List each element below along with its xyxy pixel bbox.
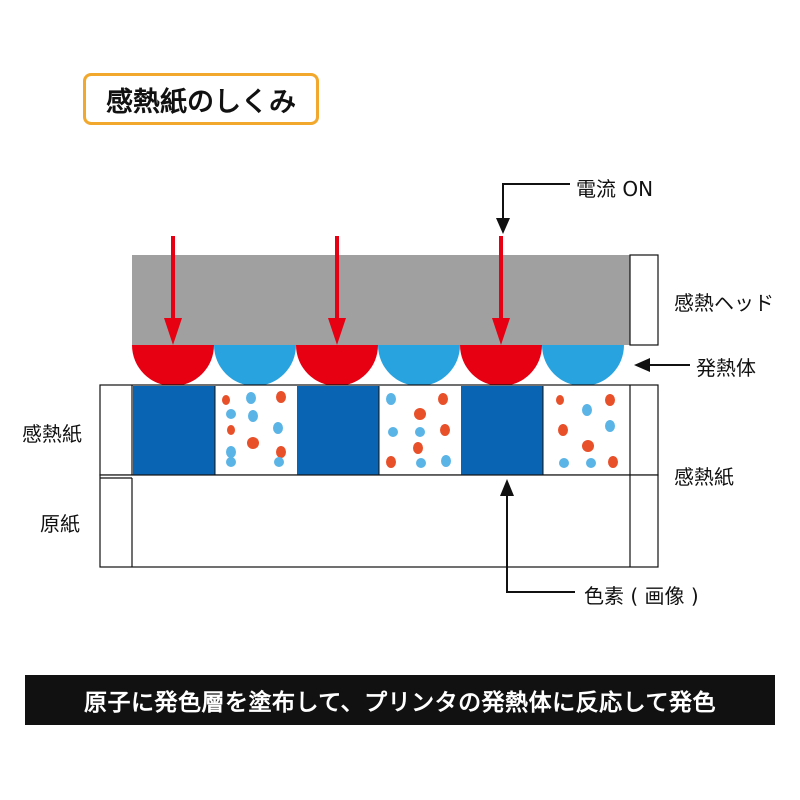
heating-element-pointer [634,358,690,372]
heating-element-active [296,345,378,386]
base-paper-label: 原紙 [40,512,80,536]
thermal-paper-left-label: 感熱紙 [22,422,82,446]
heating-element-idle [378,345,460,386]
thermal-paper-right-label: 感熱紙 [674,465,734,489]
pigment-block [461,386,543,475]
current-on-label: 電流 ON [576,177,654,201]
heating-element-idle [214,345,296,386]
heating-element-active [132,345,214,386]
current-arrow [164,236,182,345]
caption-text: 原子に発色層を塗布して、プリンタの発熱体に反応して発色 [84,690,716,716]
base-paper-layer [99,474,659,568]
color-particles [386,393,451,468]
current-arrow [328,236,346,345]
page-title: 感熱紙のしくみ [83,73,319,125]
pigment-pointer [500,479,575,593]
pigment-block [297,386,379,475]
thermal-head-end-cap [629,254,659,346]
current-arrows [164,236,510,345]
current-arrow [492,236,510,345]
pigment-label: 色素 ( 画像 ) [584,584,699,608]
caption-bar: 原子に発色層を塗布して、プリンタの発熱体に反応して発色 [25,675,775,725]
thermal-head [132,255,630,345]
thermal-paper-layer [99,384,659,476]
color-particles [556,394,618,468]
heating-element-label: 発熱体 [696,356,756,380]
heating-element-idle [542,345,624,386]
heating-element-active [460,345,542,386]
pigment-block [133,386,215,475]
color-particles [222,391,286,467]
heating-elements [132,345,624,386]
current-on-pointer [496,183,570,234]
thermal-head-label: 感熱ヘッド [674,291,774,315]
